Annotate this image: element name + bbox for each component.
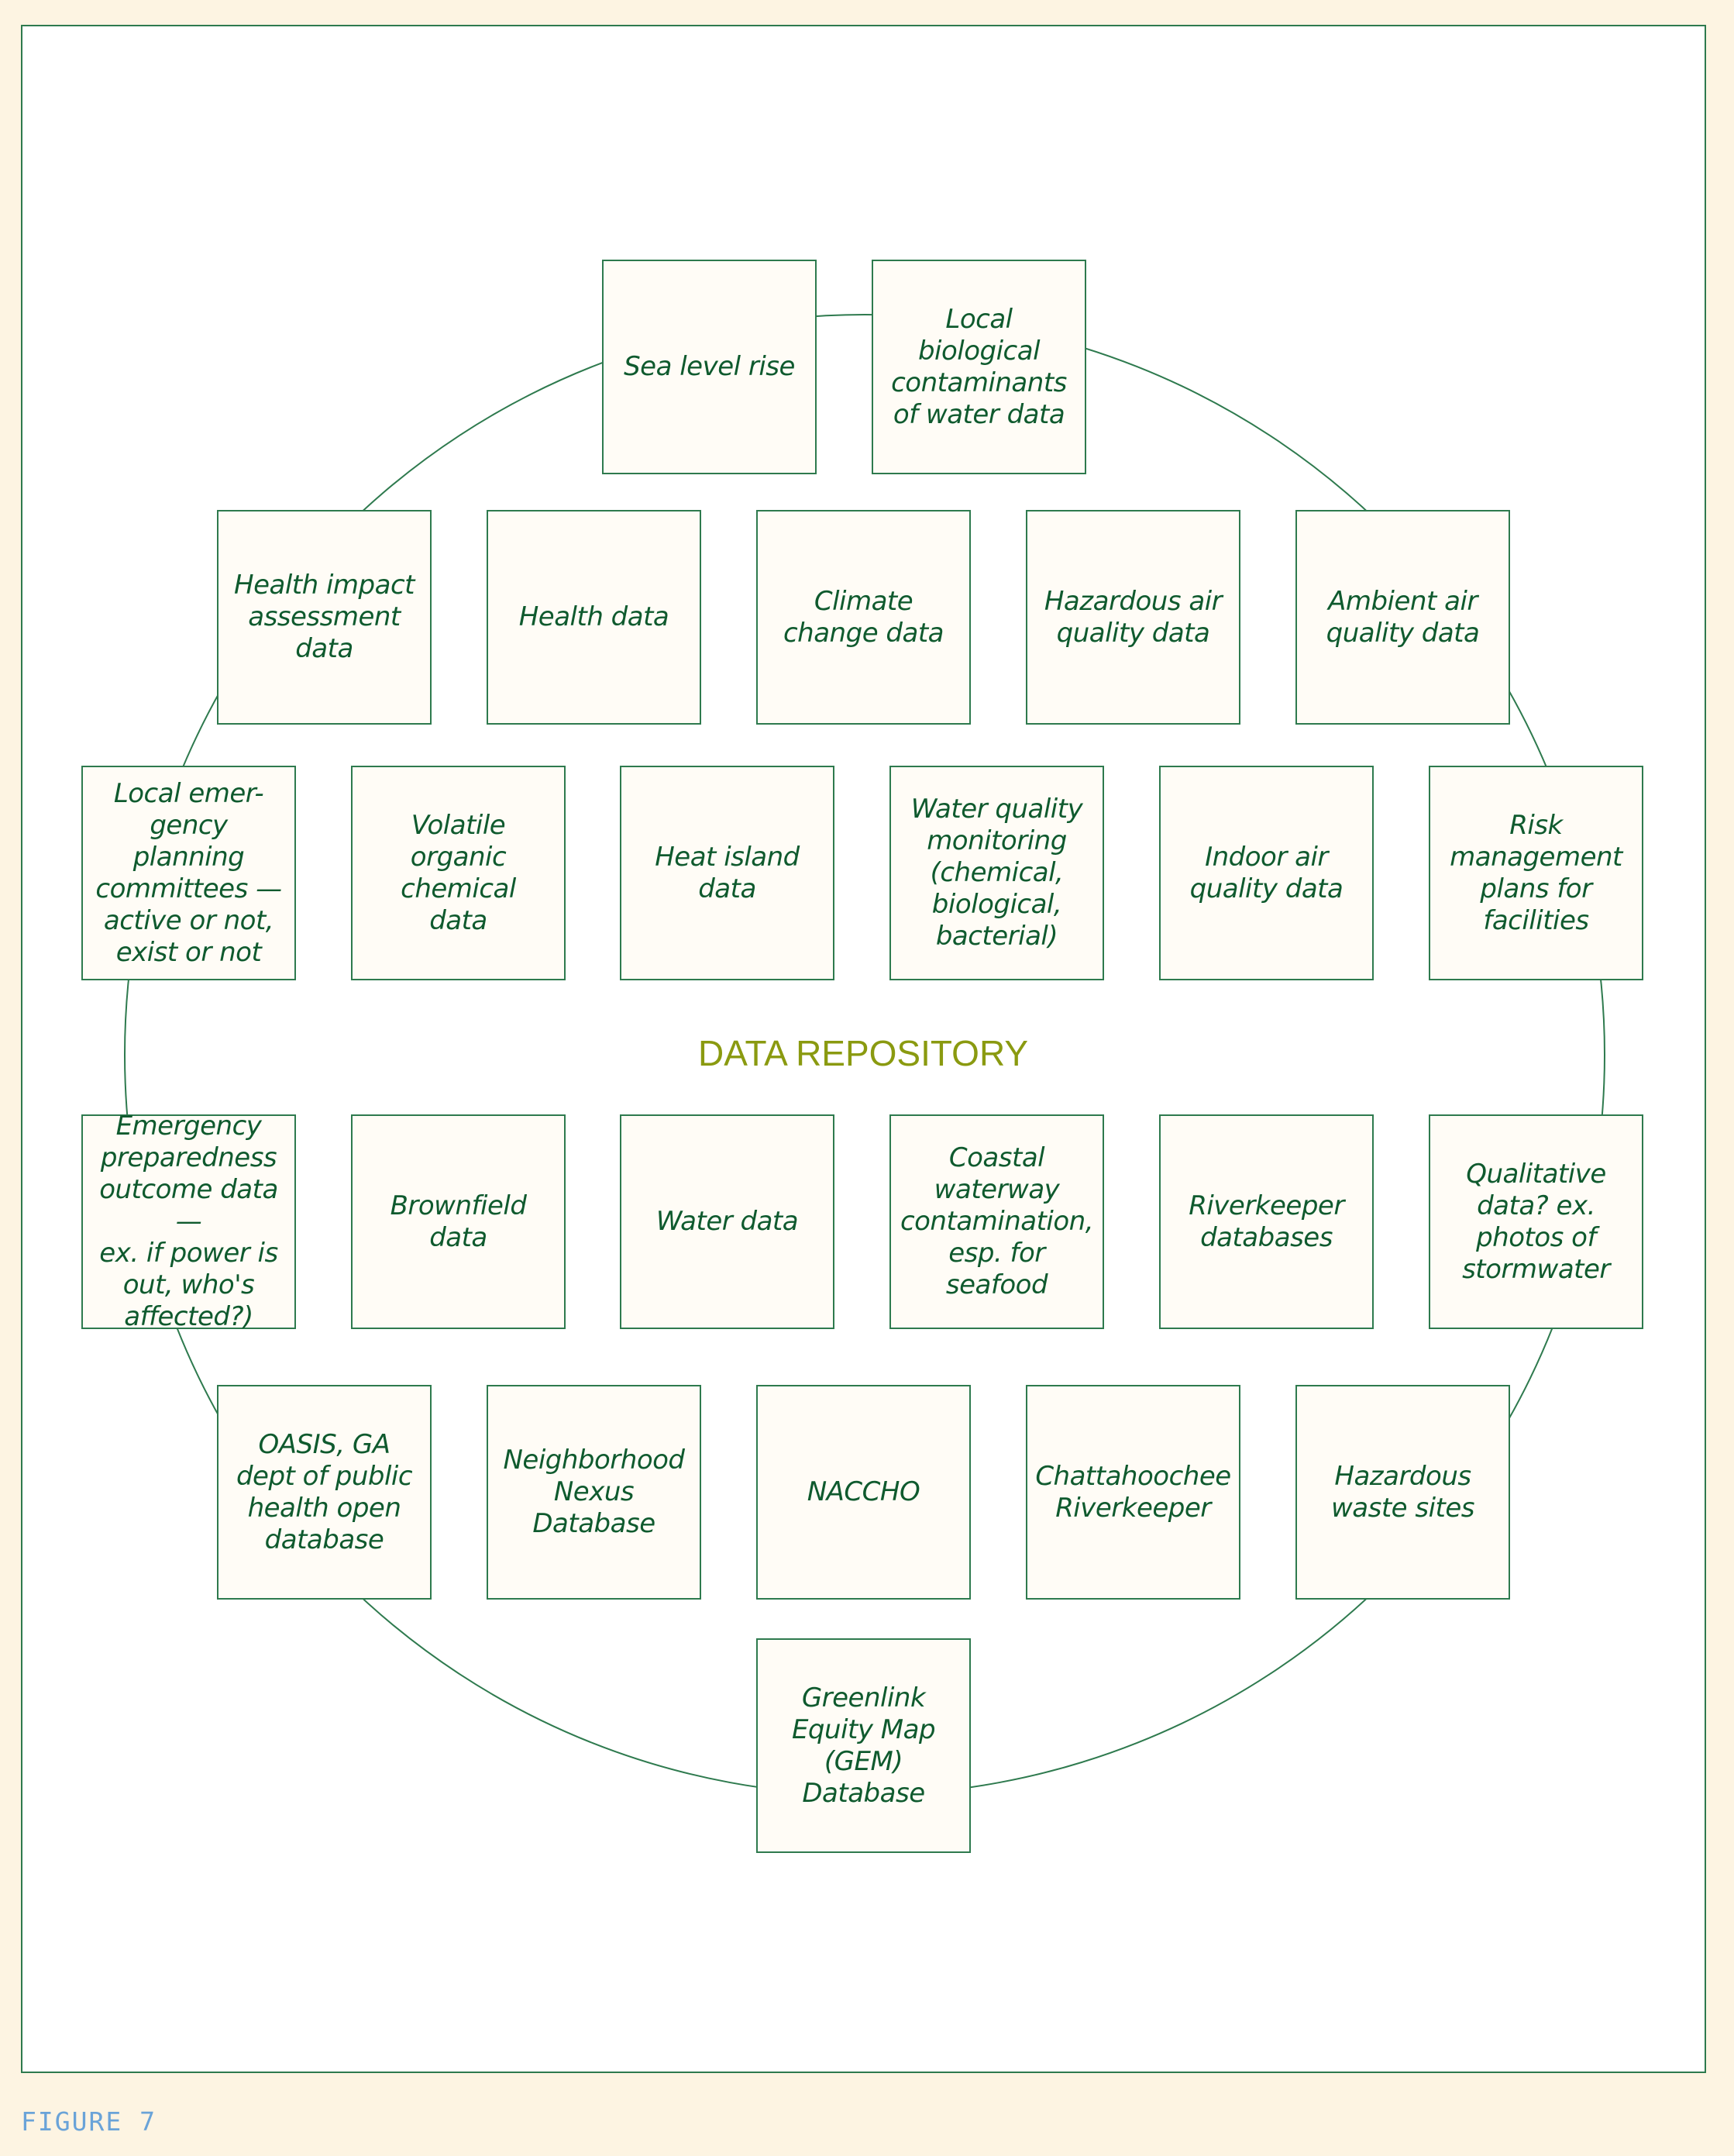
node-label: Hazardous air quality data [1044, 585, 1223, 649]
data-source-node: Local emer- gency planning committees — … [81, 766, 296, 980]
node-label: Climate change data [783, 585, 944, 649]
node-label: Qualitative data? ex. photos of stormwat… [1462, 1158, 1610, 1285]
node-label: Ambient air quality data [1326, 585, 1480, 649]
node-label: Emergency preparedness outcome data — ex… [99, 1111, 278, 1332]
node-label: Coastal waterway contamination, esp. for… [900, 1142, 1094, 1300]
data-source-node: Health impact assessment data [217, 510, 432, 725]
data-source-node: Riverkeeper databases [1159, 1114, 1374, 1329]
data-source-node: Chattahoochee Riverkeeper [1026, 1385, 1240, 1600]
data-source-node: Ambient air quality data [1295, 510, 1510, 725]
data-source-node: NACCHO [756, 1385, 971, 1600]
data-source-node: Coastal waterway contamination, esp. for… [889, 1114, 1104, 1329]
node-label: Indoor air quality data [1189, 841, 1344, 904]
node-label: Local emer- gency planning committees — … [95, 777, 282, 968]
node-label: Riverkeeper databases [1189, 1190, 1344, 1253]
node-label: Chattahoochee Riverkeeper [1035, 1460, 1231, 1524]
data-source-node: Hazardous air quality data [1026, 510, 1240, 725]
node-label: Health impact assessment data [234, 570, 415, 664]
data-source-node: Water quality monitoring (chemical, biol… [889, 766, 1104, 980]
figure-caption: FIGURE 7 [21, 2106, 157, 2137]
data-source-node: Greenlink Equity Map (GEM) Database [756, 1638, 971, 1853]
data-source-node: Health data [487, 510, 701, 725]
node-label: Risk management plans for facilities [1450, 809, 1622, 936]
node-label: Sea level rise [624, 351, 795, 382]
data-source-node: Sea level rise [602, 260, 817, 474]
data-source-node: Climate change data [756, 510, 971, 725]
data-source-node: Emergency preparedness outcome data — ex… [81, 1111, 296, 1332]
data-source-node: Indoor air quality data [1159, 766, 1374, 980]
node-label: Brownfield data [390, 1190, 527, 1253]
node-label: Water quality monitoring (chemical, biol… [910, 794, 1083, 952]
node-label: Water data [655, 1206, 799, 1237]
node-label: Greenlink Equity Map (GEM) Database [791, 1682, 936, 1809]
data-source-node: Heat island data [620, 766, 834, 980]
node-label: Heat island data [655, 841, 800, 904]
data-source-node: Brownfield data [351, 1114, 566, 1329]
data-source-node: Risk management plans for facilities [1429, 766, 1643, 980]
data-source-node: Qualitative data? ex. photos of stormwat… [1429, 1114, 1643, 1329]
node-label: OASIS, GA dept of public health open dat… [236, 1428, 413, 1555]
node-label: Neighborhood Nexus Database [503, 1445, 685, 1539]
data-source-node: Hazardous waste sites [1295, 1385, 1510, 1600]
data-source-node: Neighborhood Nexus Database [487, 1385, 701, 1600]
data-source-node: OASIS, GA dept of public health open dat… [217, 1385, 432, 1600]
node-label: Volatile organic chemical data [401, 809, 516, 936]
node-label: Health data [518, 601, 669, 632]
data-source-node: Volatile organic chemical data [351, 766, 566, 980]
node-label: Local biological contaminants of water d… [891, 303, 1067, 430]
data-source-node: Local biological contaminants of water d… [872, 260, 1086, 474]
diagram-title: DATA REPOSITORY [697, 1033, 1029, 1073]
node-label: NACCHO [807, 1476, 920, 1507]
node-label: Hazardous waste sites [1330, 1460, 1475, 1524]
data-source-node: Water data [620, 1114, 834, 1329]
